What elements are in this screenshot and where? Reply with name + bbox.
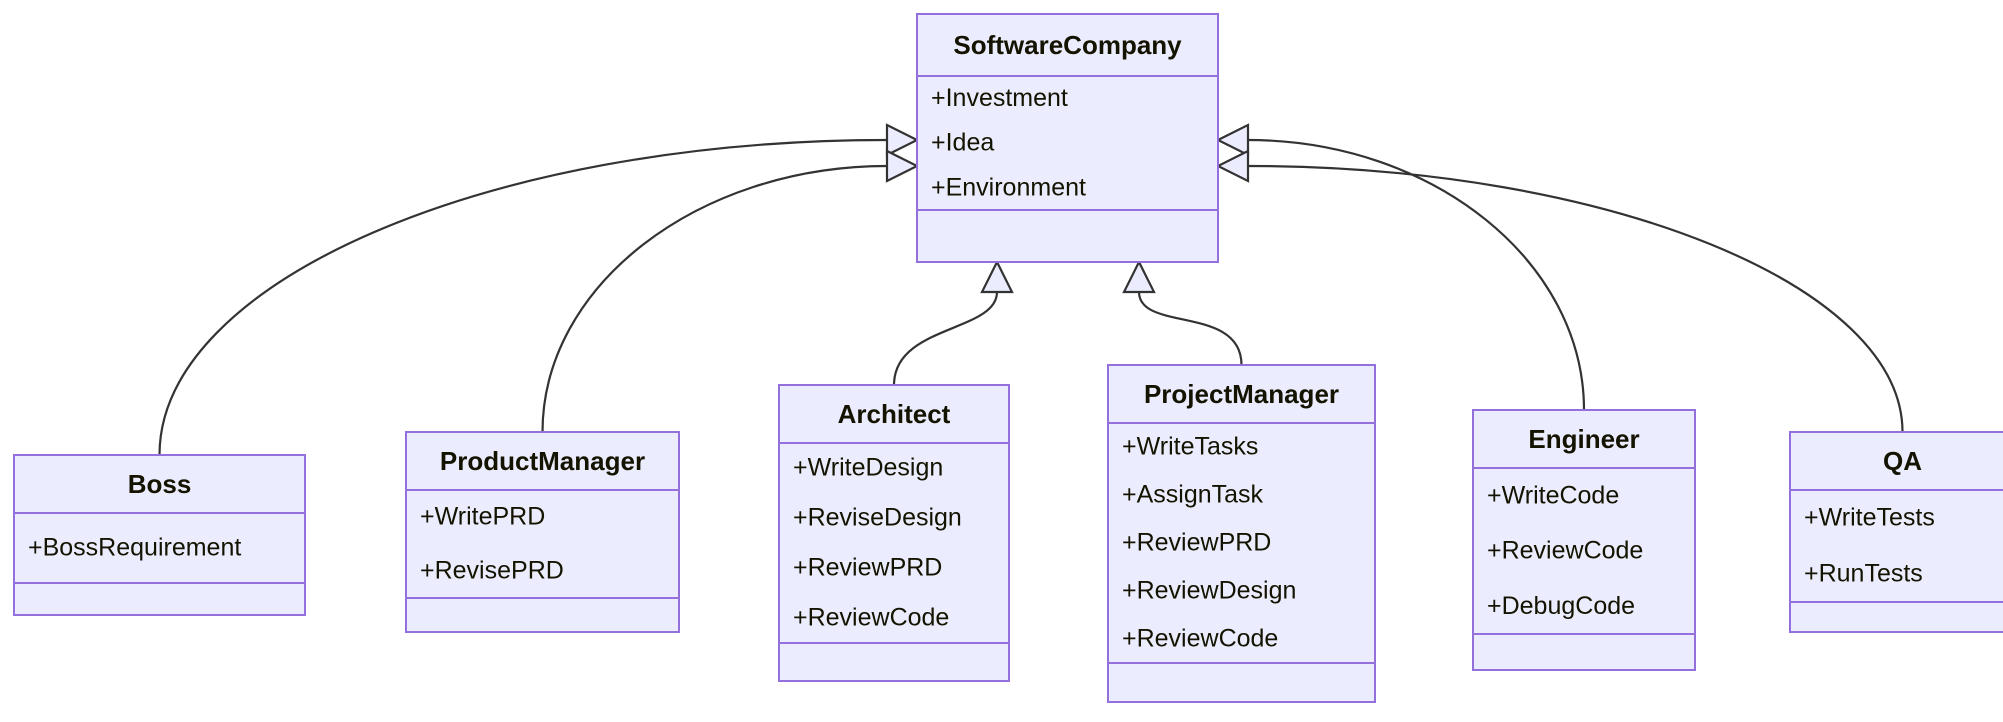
class-box-architect[interactable]: Architect +WriteDesign +ReviseDesign +Revie…: [778, 384, 1010, 682]
generalization-edge-productmanager-to-softwarecompany: [541, 164, 888, 433]
class-box-softwarecompany[interactable]: SoftwareCompany +Investment +Idea +Environm…: [916, 13, 1219, 263]
class-member: +ReviewCode: [793, 604, 949, 632]
class-member: +ReviewCode: [1122, 625, 1278, 653]
inheritance-arrowhead-icon: [1122, 259, 1156, 294]
inheritance-arrowhead-icon: [980, 259, 1014, 294]
class-box-outline: [13, 454, 306, 616]
class-member: +ReviewCode: [1487, 537, 1643, 565]
class-member: +RunTests: [1804, 560, 1923, 588]
inheritance-arrowhead-icon: [1215, 149, 1250, 183]
class-member: +DebugCode: [1487, 592, 1635, 620]
generalization-edge-qa-to-softwarecompany: [1247, 164, 1904, 433]
class-name-architect: Architect: [838, 399, 951, 429]
class-box-projectmanager[interactable]: ProjectManager +WriteTasks +AssignTask +Rev…: [1107, 364, 1376, 703]
class-name-qa: QA: [1883, 446, 1922, 476]
class-member: +WriteCode: [1487, 481, 1619, 509]
class-name-boss: Boss: [128, 469, 192, 499]
class-member: +ReviewPRD: [1122, 529, 1271, 557]
class-name-productmanager: ProductManager: [440, 446, 645, 476]
class-member: +Environment: [931, 173, 1086, 201]
class-member: +ReviseDesign: [793, 504, 962, 532]
class-box-boss[interactable]: Boss +BossRequirement: [13, 454, 306, 616]
class-member: +WriteTests: [1804, 504, 1935, 532]
class-box-productmanager[interactable]: ProductManager +WritePRD +RevisePRD: [405, 431, 680, 633]
class-member: +WriteDesign: [793, 454, 943, 482]
class-box-outline: [1107, 364, 1376, 703]
class-member: +AssignTask: [1122, 481, 1264, 509]
class-member: +Idea: [931, 129, 994, 157]
class-member: +RevisePRD: [420, 557, 564, 585]
class-name-projectmanager: ProjectManager: [1144, 379, 1339, 409]
class-box-engineer[interactable]: Engineer +WriteCode +ReviewCode +DebugCode: [1472, 409, 1696, 671]
class-box-outline: [916, 13, 1219, 263]
class-member: +WriteTasks: [1122, 433, 1258, 461]
generalization-edge-projectmanager-to-softwarecompany: [1137, 291, 1243, 366]
class-member: +BossRequirement: [28, 534, 241, 562]
class-name-engineer: Engineer: [1528, 424, 1639, 454]
generalization-edge-boss-to-softwarecompany: [158, 138, 888, 456]
generalization-edge-architect-to-softwarecompany: [892, 291, 999, 386]
relationship-edges-layer: [158, 123, 1904, 456]
class-member: +Investment: [931, 84, 1068, 112]
class-member: +ReviewPRD: [793, 554, 942, 582]
inheritance-arrowhead-icon: [885, 123, 920, 157]
class-name-softwarecompany: SoftwareCompany: [953, 30, 1182, 60]
class-box-outline: [1789, 431, 2003, 633]
class-box-outline: [778, 384, 1010, 682]
class-boxes-layer: SoftwareCompany +Investment +Idea +Environm…: [13, 13, 2003, 703]
class-box-qa[interactable]: QA +WriteTests +RunTests: [1789, 431, 2003, 633]
inheritance-arrowhead-icon: [885, 149, 920, 183]
class-box-outline: [1472, 409, 1696, 671]
class-member: +WritePRD: [420, 503, 545, 531]
generalization-edge-engineer-to-softwarecompany: [1247, 138, 1586, 411]
inheritance-arrowhead-icon: [1215, 123, 1250, 157]
class-member: +ReviewDesign: [1122, 577, 1296, 605]
